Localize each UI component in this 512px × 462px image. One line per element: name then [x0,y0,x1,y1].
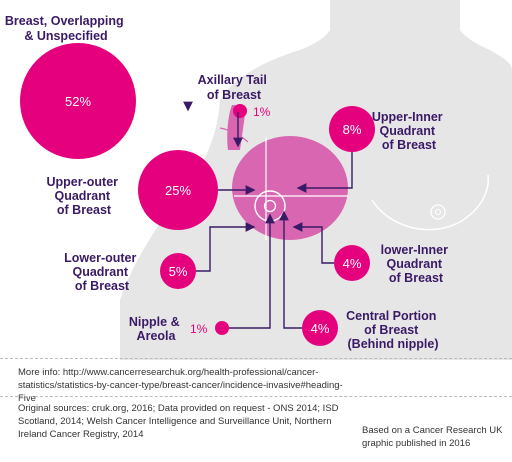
arrow-lower-outer [196,222,256,272]
circle-nipple [215,321,229,335]
label-axillary: Axillary Tail of Breast [198,73,271,102]
circle-lower-outer [160,253,196,289]
right-breast-outline [371,174,489,231]
circle-overlapping [20,43,136,159]
pct-upper-inner: 8% [343,122,362,137]
arrow-central [279,210,302,329]
pct-nipple: 1% [190,322,208,336]
label-upper-inner: Upper-Inner Quadrant of Breast [372,110,446,152]
more-info-text: More info: http://www.cancerresearchuk.o… [18,367,343,404]
right-nipple [430,204,446,220]
label-central: Central Portion of Breast (Behind nipple… [346,309,440,351]
pct-overlapping: 52% [65,94,91,109]
pct-axillary: 1% [253,105,271,119]
pct-central: 4% [311,321,330,336]
circle-axillary [233,104,247,118]
arrow-upper-inner [296,152,353,193]
left-breast-shape [232,136,348,240]
pct-lower-outer: 5% [169,264,188,279]
circle-upper-outer [138,150,218,230]
credit-text: Based on a Cancer Research UK graphic pu… [362,425,503,449]
pct-lower-inner: 4% [343,256,362,271]
footer-divider [0,396,512,397]
sources-text: Original sources: cruk.org, 2016; Data p… [18,403,339,440]
pct-upper-outer: 25% [165,183,191,198]
circle-central [302,310,338,346]
arrow-lower-inner [292,222,334,264]
circle-upper-inner [329,106,375,152]
label-nipple: Nipple & Areola [129,315,183,343]
label-upper-outer: Upper-outer Quadrant of Breast [46,175,121,217]
arrow-overlapping [183,101,193,112]
circle-lower-inner [334,245,370,281]
label-overlapping: Breast, Overlapping & Unspecified [5,14,127,43]
label-lower-outer: Lower-outer Quadrant of Breast [64,251,140,293]
arrow-nipple [229,213,275,329]
label-lower-inner: lower-Inner Quadrant of Breast [381,243,452,285]
footer-divider [0,358,512,359]
nipple-ring [263,199,277,213]
